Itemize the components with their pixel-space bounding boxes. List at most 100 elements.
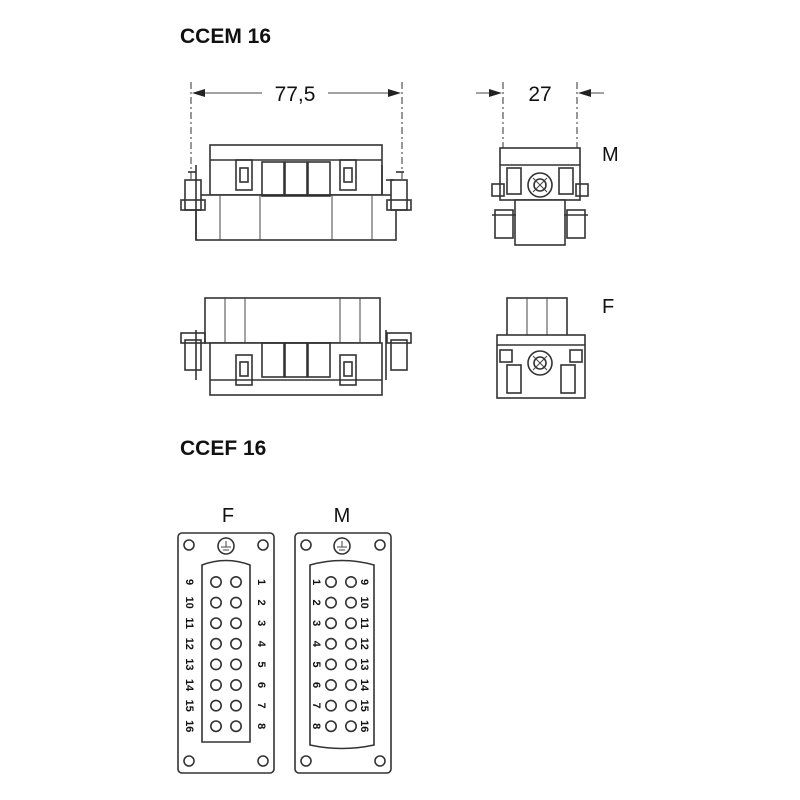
contact-hole-icon: [210, 658, 223, 671]
contact-hole-icon: [230, 617, 243, 630]
earth-contact-icon: [217, 537, 235, 555]
contact-number-label: 2: [255, 600, 267, 606]
locking-clip-left: [184, 339, 202, 371]
contact-hole-icon: [210, 699, 223, 712]
mounting-hole-icon: [183, 755, 195, 767]
mounting-hole-icon: [257, 755, 269, 767]
contact-hole-icon: [344, 637, 357, 650]
title-ccef-16: CCEF 16: [180, 437, 266, 460]
contact-number-label: 6: [310, 682, 322, 688]
contact-number-label: 5: [255, 661, 267, 667]
contact-hole-icon: [230, 699, 243, 712]
female-insert-end-view: [496, 297, 586, 399]
contact-hole-icon: [324, 699, 337, 712]
contact-number-label: 5: [310, 661, 322, 667]
contact-number-label: 16: [183, 720, 195, 732]
title-ccem-16: CCEM 16: [180, 25, 271, 48]
earth-screw-icon: [527, 172, 553, 198]
contact-hole-icon: [324, 596, 337, 609]
contact-number-label: 9: [358, 579, 370, 585]
contact-number-label: 14: [358, 679, 370, 692]
earth-contact-icon: [333, 537, 351, 555]
contact-number-label: 10: [358, 596, 370, 608]
contact-hole-icon: [324, 617, 337, 630]
arrowhead-right-icon: [388, 89, 401, 97]
contact-hole-icon: [210, 678, 223, 691]
male-insert-end-view: [491, 147, 589, 246]
contact-number-label: 1: [255, 579, 267, 585]
contact-hole-icon: [210, 637, 223, 650]
contact-hole-icon: [210, 575, 223, 588]
contact-hole-icon: [344, 678, 357, 691]
contact-hole-icon: [324, 678, 337, 691]
face-outline: [294, 532, 392, 774]
contact-hole-icon: [344, 658, 357, 671]
female-insert-side-view: [180, 297, 412, 396]
arrowhead-left-icon: [578, 89, 591, 97]
contact-hole-icon: [344, 720, 357, 733]
contact-number-label: 4: [310, 641, 322, 648]
contact-number-label: 6: [255, 682, 267, 688]
contact-area: [309, 559, 375, 750]
arrowhead-left-icon: [192, 89, 205, 97]
contact-hole-icon: [344, 699, 357, 712]
contact-hole-icon: [230, 575, 243, 588]
end-view-upper: [499, 147, 581, 201]
male-insert-side-view: [180, 144, 412, 241]
dimension-length-label: 77,5: [275, 83, 316, 106]
contact-number-label: 12: [358, 638, 370, 650]
end-view-lower: [514, 199, 566, 246]
locking-clip-right: [390, 339, 408, 371]
contact-hole-icon: [324, 575, 337, 588]
contact-number-label: 7: [310, 703, 322, 709]
dimension-width-label: 27: [528, 83, 551, 106]
contact-number-label: 10: [183, 596, 195, 608]
contact-number-label: 11: [183, 617, 195, 629]
contact-hole-icon: [324, 720, 337, 733]
contact-number-label: 2: [310, 600, 322, 606]
face-outline: [177, 532, 275, 774]
contact-hole-icon: [230, 678, 243, 691]
guide-left: [494, 209, 514, 239]
view-label-male: M: [602, 144, 619, 166]
insert-lower-body: [195, 194, 397, 241]
face-label-male: M: [334, 505, 351, 527]
contact-number-label: 3: [255, 620, 267, 626]
contact-hole-icon: [344, 617, 357, 630]
dimension-length: 77,5: [190, 82, 403, 195]
view-label-female: F: [602, 296, 614, 318]
contact-hole-icon: [230, 596, 243, 609]
mounting-hole-icon: [374, 539, 386, 551]
contact-number-label: 3: [310, 620, 322, 626]
dimension-width: 27: [476, 82, 604, 150]
contact-number-label: 12: [183, 638, 195, 650]
contact-hole-icon: [230, 637, 243, 650]
contact-number-label: 15: [358, 699, 370, 711]
contact-hole-icon: [324, 658, 337, 671]
contact-area: [201, 559, 251, 743]
guide-right: [566, 209, 586, 239]
contact-hole-icon: [210, 617, 223, 630]
contact-number-label: 1: [310, 579, 322, 585]
contact-number-label: 13: [183, 658, 195, 670]
arrowhead-right-icon: [489, 89, 502, 97]
contact-number-label: 14: [183, 679, 195, 692]
contact-number-label: 8: [310, 723, 322, 729]
mounting-hole-icon: [257, 539, 269, 551]
mounting-hole-icon: [374, 755, 386, 767]
mounting-hole-icon: [300, 755, 312, 767]
contact-number-label: 13: [358, 658, 370, 670]
mounting-hole-icon: [183, 539, 195, 551]
contact-number-label: 4: [255, 641, 267, 648]
earth-screw-icon: [527, 350, 553, 376]
mounting-hole-icon: [300, 539, 312, 551]
contact-number-label: 9: [183, 579, 195, 585]
contact-hole-icon: [210, 596, 223, 609]
locking-clip-right: [390, 179, 408, 211]
contact-hole-icon: [210, 720, 223, 733]
contact-number-label: 16: [358, 720, 370, 732]
insert-upper-body: [209, 144, 383, 196]
contact-hole-icon: [230, 658, 243, 671]
